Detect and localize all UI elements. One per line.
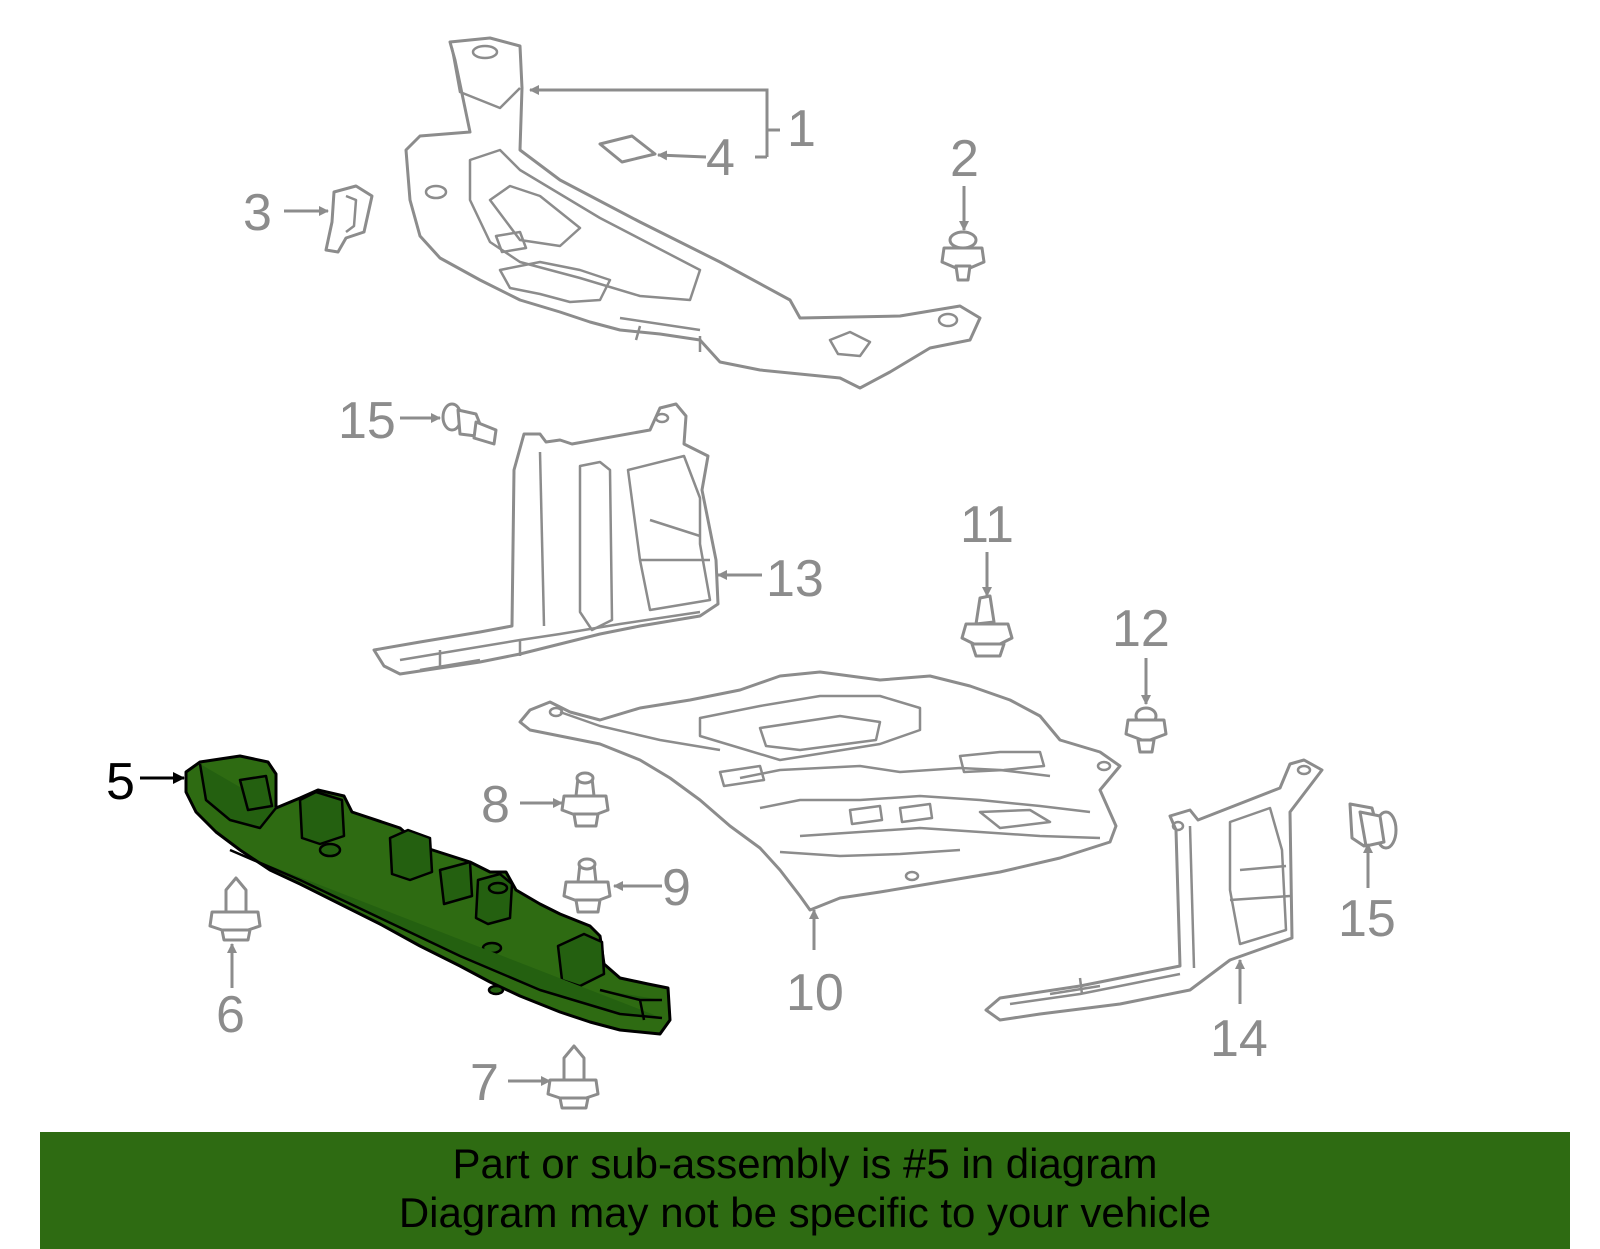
part-7-bolt: [546, 1044, 600, 1110]
part-9-clip: [562, 857, 612, 914]
callout-12: 12: [1112, 600, 1170, 658]
part-14-right-splash-shield: [984, 758, 1324, 1022]
callout-10: 10: [786, 964, 844, 1022]
part-4-label: [598, 134, 657, 164]
callout-13: 13: [766, 550, 824, 608]
callout-14: 14: [1210, 1010, 1268, 1068]
callout-leaders: [140, 85, 1373, 1086]
callout-2: 2: [950, 130, 979, 188]
callout-4: 4: [706, 129, 735, 187]
callout-15-right: 15: [1338, 890, 1396, 948]
part-6-bolt: [208, 876, 262, 942]
part-5-front-under-cover[interactable]: [184, 754, 672, 1036]
part-8-clip: [560, 771, 610, 828]
callout-1: 1: [787, 100, 816, 158]
footer-banner: Part or sub-assembly is #5 in diagram Di…: [40, 1132, 1570, 1249]
callout-9: 9: [662, 859, 691, 917]
footer-line-2: Diagram may not be specific to your vehi…: [398, 1189, 1212, 1236]
callout-15-left: 15: [338, 392, 396, 450]
callout-3: 3: [243, 184, 272, 242]
part-12-clip: [1124, 706, 1168, 754]
callout-11: 11: [960, 496, 1014, 554]
footer-line-1: Part or sub-assembly is #5 in diagram: [452, 1140, 1158, 1187]
callout-7: 7: [470, 1054, 499, 1112]
part-1-engine-under-cover: [404, 36, 982, 390]
part-2-clip: [940, 230, 986, 282]
callout-5: 5: [106, 753, 135, 811]
part-15-clip-b: [1348, 802, 1398, 850]
callout-8: 8: [481, 776, 510, 834]
part-13-left-splash-shield: [372, 402, 720, 676]
callout-6: 6: [216, 986, 245, 1044]
part-11-bolt: [960, 594, 1014, 658]
part-3-bracket: [324, 184, 374, 254]
part-10-center-under-cover: [518, 670, 1122, 912]
part-15-clip-a: [441, 402, 498, 446]
